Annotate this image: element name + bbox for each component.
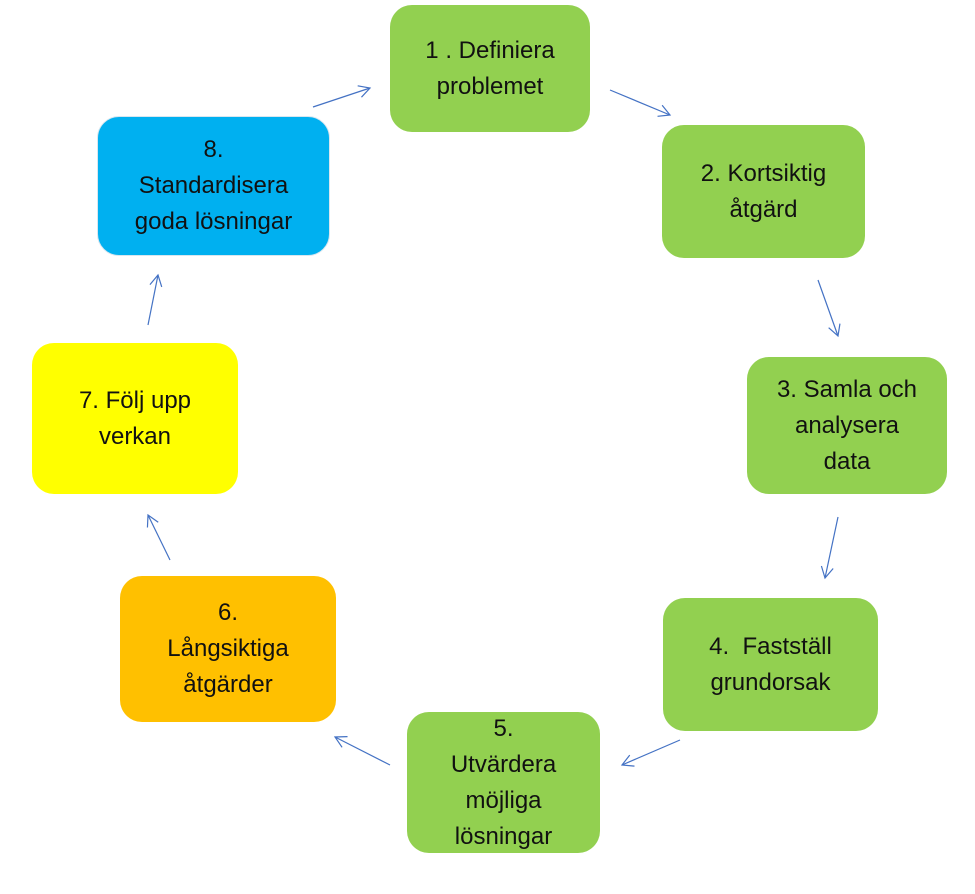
- step-label-line: Långsiktiga: [167, 635, 289, 662]
- arrow-4-to-5: [620, 739, 681, 767]
- arrow-6-to-7: [146, 513, 171, 561]
- step-6-long-term-actions: 6. Långsiktiga åtgärder: [120, 576, 336, 722]
- step-label-line: verkan: [98, 422, 172, 450]
- step-3-collect-analyze-data: 3. Samla och analysera data: [747, 357, 947, 494]
- arrow-5-to-6: [333, 736, 391, 766]
- step-label-line: åtgärd: [729, 195, 798, 223]
- step-label-line: 5.: [493, 714, 514, 742]
- step-label-line: 4. Fastställ: [709, 632, 832, 660]
- step-label-line: Standardisera: [138, 172, 289, 199]
- step-7-follow-up: 7. Följ upp verkan: [32, 343, 238, 494]
- step-label-line: analysera: [794, 411, 900, 439]
- step-2-short-term-action: 2. Kortsiktig åtgärd: [662, 125, 865, 258]
- arrow-7-to-8: [147, 273, 163, 326]
- step-label-line: 7. Följ upp: [78, 386, 192, 414]
- step-label-line: 6.: [217, 599, 238, 626]
- step-label-line: 1 . Definiera: [425, 36, 555, 64]
- step-label-line: åtgärder: [183, 671, 273, 698]
- step-label-line: Utvärdera: [450, 750, 557, 778]
- arrow-3-to-4: [820, 516, 839, 580]
- arrow-1-to-2: [609, 89, 672, 117]
- step-5-evaluate-solutions: 5. Utvärdera möjliga lösningar: [407, 712, 600, 853]
- step-label-line: 8.: [203, 136, 224, 163]
- step-label-line: 2. Kortsiktig: [700, 159, 827, 187]
- step-label-line: problemet: [436, 72, 544, 100]
- step-4-root-cause: 4. Fastställ grundorsak: [663, 598, 878, 731]
- step-label-line: 3. Samla och: [776, 375, 918, 403]
- step-8-standardize: 8. Standardisera goda lösningar: [97, 116, 330, 256]
- arrow-8-to-1: [312, 85, 372, 108]
- step-label-line: möjliga: [465, 786, 542, 814]
- step-label-line: goda lösningar: [134, 208, 293, 235]
- arrow-2-to-3: [817, 279, 841, 338]
- step-1-define-problem: 1 . Definiera problemet: [390, 5, 590, 132]
- step-label-line: data: [823, 447, 871, 475]
- step-label-line: grundorsak: [710, 668, 831, 696]
- step-label-line: lösningar: [454, 822, 553, 850]
